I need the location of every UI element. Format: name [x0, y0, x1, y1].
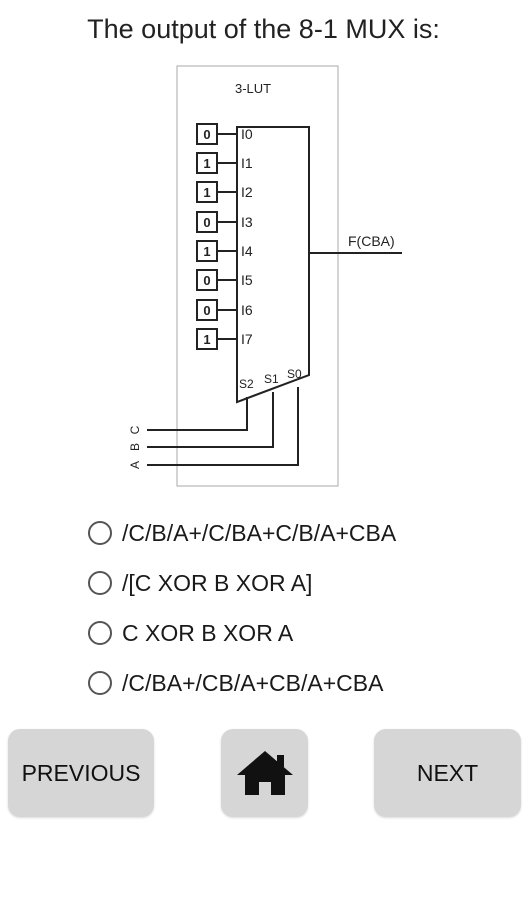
select-inputs: S2 S1 S0 [239, 367, 302, 391]
option-label: /[C XOR B XOR A] [122, 569, 313, 596]
input-name: I0 [241, 126, 253, 142]
signal-label: A [128, 461, 142, 469]
input-value: 1 [203, 332, 210, 347]
input-name: I1 [241, 155, 253, 171]
radio-button[interactable] [88, 671, 112, 695]
input-value: 0 [203, 215, 210, 230]
next-button[interactable]: NEXT [374, 729, 521, 817]
option-label: C XOR B XOR A [122, 619, 294, 646]
radio-button[interactable] [88, 621, 112, 645]
input-name: I4 [241, 243, 253, 259]
input-name: I2 [241, 184, 253, 200]
input-value: 1 [203, 244, 210, 259]
option-3[interactable]: C XOR B XOR A [88, 608, 518, 658]
input-value: 0 [203, 303, 210, 318]
option-2[interactable]: /[C XOR B XOR A] [88, 558, 518, 608]
signal-label: C [128, 425, 142, 434]
answer-options: /C/B/A+/C/BA+C/B/A+CBA /[C XOR B XOR A] … [88, 508, 518, 708]
home-button[interactable] [221, 729, 308, 817]
question-text: The output of the 8-1 MUX is: [87, 14, 440, 44]
option-label: /C/BA+/CB/A+CB/A+CBA [122, 669, 384, 696]
input-value: 0 [203, 127, 210, 142]
option-label: /C/B/A+/C/BA+C/B/A+CBA [122, 519, 397, 546]
input-value: 1 [203, 185, 210, 200]
option-1[interactable]: /C/B/A+/C/BA+C/B/A+CBA [88, 508, 518, 558]
previous-button[interactable]: PREVIOUS [8, 729, 154, 817]
option-4[interactable]: /C/BA+/CB/A+CB/A+CBA [88, 658, 518, 708]
input-value: 1 [203, 156, 210, 171]
input-name: I6 [241, 302, 253, 318]
signal-labels: C B A [128, 425, 142, 469]
block-label: 3-LUT [235, 81, 271, 96]
select-label: S1 [264, 372, 279, 386]
input-name: I3 [241, 214, 253, 230]
select-label: S2 [239, 377, 254, 391]
radio-button[interactable] [88, 521, 112, 545]
output-label: F(CBA) [348, 233, 395, 249]
signal-label: B [128, 443, 142, 451]
home-icon [236, 751, 293, 795]
input-value: 0 [203, 273, 210, 288]
radio-button[interactable] [88, 571, 112, 595]
input-name: I7 [241, 331, 253, 347]
select-label: S0 [287, 367, 302, 381]
input-name: I5 [241, 272, 253, 288]
